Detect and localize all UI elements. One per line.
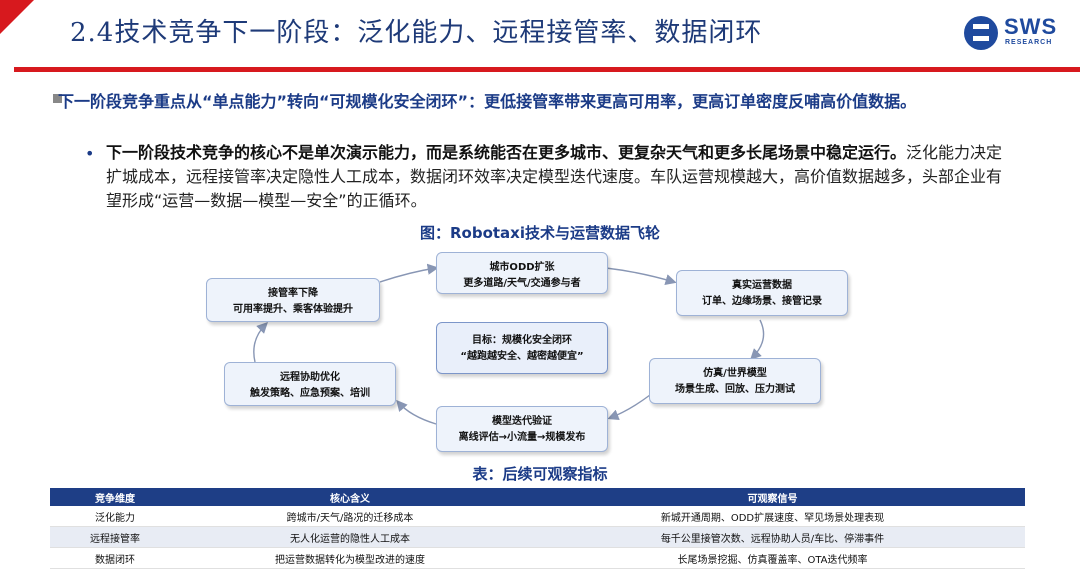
node-model-iteration: 模型迭代验证 离线评估→小流量→规模发布 (436, 406, 608, 452)
node-takeover-drop-desc: 可用率提升、乘客体验提升 (233, 304, 353, 315)
arrow-sim-to-model (607, 394, 651, 421)
node-model-iteration-title: 模型迭代验证 (492, 416, 552, 427)
node-takeover-drop: 接管率下降 可用率提升、乘客体验提升 (206, 278, 380, 322)
col-signal: 可观察信号 (520, 488, 1025, 506)
node-city-odd: 城市ODD扩张 更多道路/天气/交通参与者 (436, 252, 608, 294)
col-dimension: 竞争维度 (50, 488, 180, 506)
arrow-data-to-sim (750, 319, 765, 360)
arrow-remote-to-takeover (253, 322, 268, 363)
table-cell: 无人化运营的隐性人工成本 (180, 526, 520, 548)
node-remote-assist-desc: 触发策略、应急预案、培训 (250, 388, 370, 399)
figure-caption: 图：Robotaxi技术与运营数据飞轮 (419, 224, 660, 242)
arrow-takeover-to-odd (379, 263, 439, 283)
node-city-odd-title: 城市ODD扩张 (489, 262, 555, 273)
metrics-table: 竞争维度 核心含义 可观察信号 泛化能力 跨城市/天气/路况的迁移成本 新城开通… (50, 488, 1025, 569)
table-cell: 数据闭环 (50, 547, 180, 569)
logo-text: SWS (1004, 14, 1058, 39)
node-remote-assist-title: 远程协助优化 (280, 372, 340, 383)
dot-bullet-icon: • (85, 144, 95, 163)
table-cell: 每千公里接管次数、远程协助人员/车比、停滞事件 (520, 526, 1025, 548)
node-takeover-drop-title: 接管率下降 (268, 288, 318, 299)
arrow-odd-to-data (605, 267, 677, 286)
table-cell: 长尾场景挖掘、仿真覆盖率、OTA迭代频率 (520, 547, 1025, 569)
slide-header: 2.4技术竞争下一阶段：泛化能力、远程接管率、数据闭环 SWS RESEARCH (0, 0, 1080, 72)
center-goal-title: 目标：规模化安全闭环 (472, 335, 572, 346)
sub-bullet-rest: 泛化能力决定扩城成本，远程接管率决定隐性人工成本，数据闭环效率决定模型迭代速度。… (106, 143, 1003, 210)
table-cell: 泛化能力 (50, 506, 180, 527)
node-real-data-title: 真实运营数据 (732, 280, 792, 291)
node-center-goal: 目标：规模化安全闭环 “越跑越安全、越密越便宜” (436, 322, 608, 374)
sws-logo-icon (964, 16, 998, 50)
slide-title: 2.4技术竞争下一阶段：泛化能力、远程接管率、数据闭环 (70, 18, 763, 48)
table-cell: 远程接管率 (50, 526, 180, 548)
main-bullet-text: 下一阶段竞争重点从“单点能力”转向“可规模化安全闭环”：更低接管率带来更高可用率… (58, 92, 917, 111)
corner-accent (0, 0, 34, 34)
table-cell: 跨城市/天气/路况的迁移成本 (180, 506, 520, 527)
arrow-model-to-remote (396, 399, 437, 425)
sub-bullet-bold: 下一阶段技术竞争的核心不是单次演示能力，而是系统能否在更多城市、更复杂天气和更多… (106, 143, 907, 162)
node-real-data-desc: 订单、边缘场景、接管记录 (702, 296, 822, 307)
node-real-data: 真实运营数据 订单、边缘场景、接管记录 (676, 270, 848, 316)
logo-subtext: RESEARCH (1005, 39, 1053, 46)
node-simulation-desc: 场景生成、回放、压力测试 (675, 384, 795, 395)
sub-bullet-text: 下一阶段技术竞争的核心不是单次演示能力，而是系统能否在更多城市、更复杂天气和更多… (106, 141, 1006, 213)
sws-logo: SWS RESEARCH (964, 14, 1074, 54)
table-header-row: 竞争维度 核心含义 可观察信号 (50, 488, 1025, 506)
center-goal-slogan: “越跑越安全、越密越便宜” (460, 351, 584, 362)
header-divider (14, 67, 1080, 72)
table-row: 泛化能力 跨城市/天气/路况的迁移成本 新城开通周期、ODD扩展速度、罕见场景处… (50, 506, 1025, 527)
node-remote-assist: 远程协助优化 触发策略、应急预案、培训 (224, 362, 396, 406)
table-row: 数据闭环 把运营数据转化为模型改进的速度 长尾场景挖掘、仿真覆盖率、OTA迭代频… (50, 547, 1025, 569)
node-simulation: 仿真/世界模型 场景生成、回放、压力测试 (649, 358, 821, 404)
node-model-iteration-desc: 离线评估→小流量→规模发布 (458, 432, 586, 443)
table-cell: 把运营数据转化为模型改进的速度 (180, 547, 520, 569)
node-city-odd-desc: 更多道路/天气/交通参与者 (463, 278, 581, 289)
table-caption: 表：后续可观察指标 (472, 465, 608, 483)
table-cell: 新城开通周期、ODD扩展速度、罕见场景处理表现 (520, 506, 1025, 527)
node-simulation-title: 仿真/世界模型 (703, 368, 767, 379)
col-meaning: 核心含义 (180, 488, 520, 506)
square-bullet-icon (53, 94, 62, 103)
table-row: 远程接管率 无人化运营的隐性人工成本 每千公里接管次数、远程协助人员/车比、停滞… (50, 526, 1025, 548)
